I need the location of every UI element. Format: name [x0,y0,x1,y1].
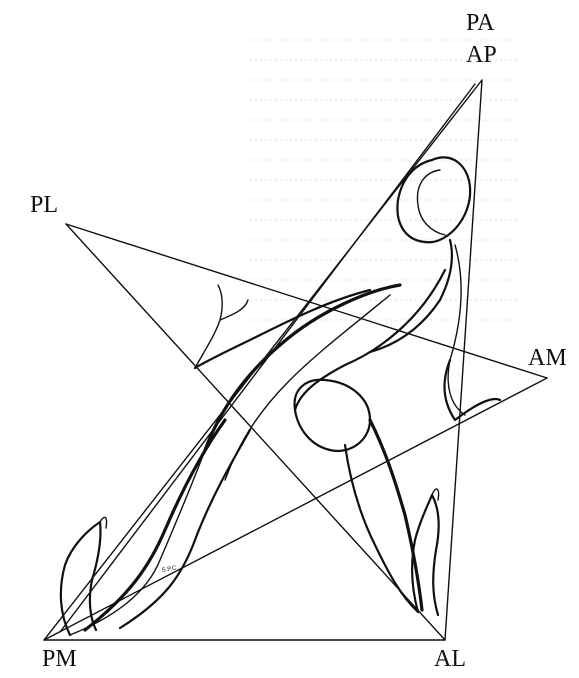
figure-back-foot [61,522,101,635]
background-text-lines [250,40,520,320]
figure-front-arm [195,290,370,368]
figure-front-hand [195,285,248,368]
artist-signature: S.P.C. [161,565,179,574]
line-pl-am [66,224,547,378]
figure-front-foot [412,495,438,615]
label-al: AL [434,646,466,672]
figure-back-hand [445,360,500,420]
figure-neck-back [370,240,452,352]
label-pa: PA [466,10,495,36]
label-pm: PM [42,646,77,672]
label-ap: AP [466,42,497,68]
label-am: AM [528,345,567,371]
figure-front-leg-outer [370,420,422,610]
label-pl: PL [30,192,58,218]
figure-head [397,157,470,242]
